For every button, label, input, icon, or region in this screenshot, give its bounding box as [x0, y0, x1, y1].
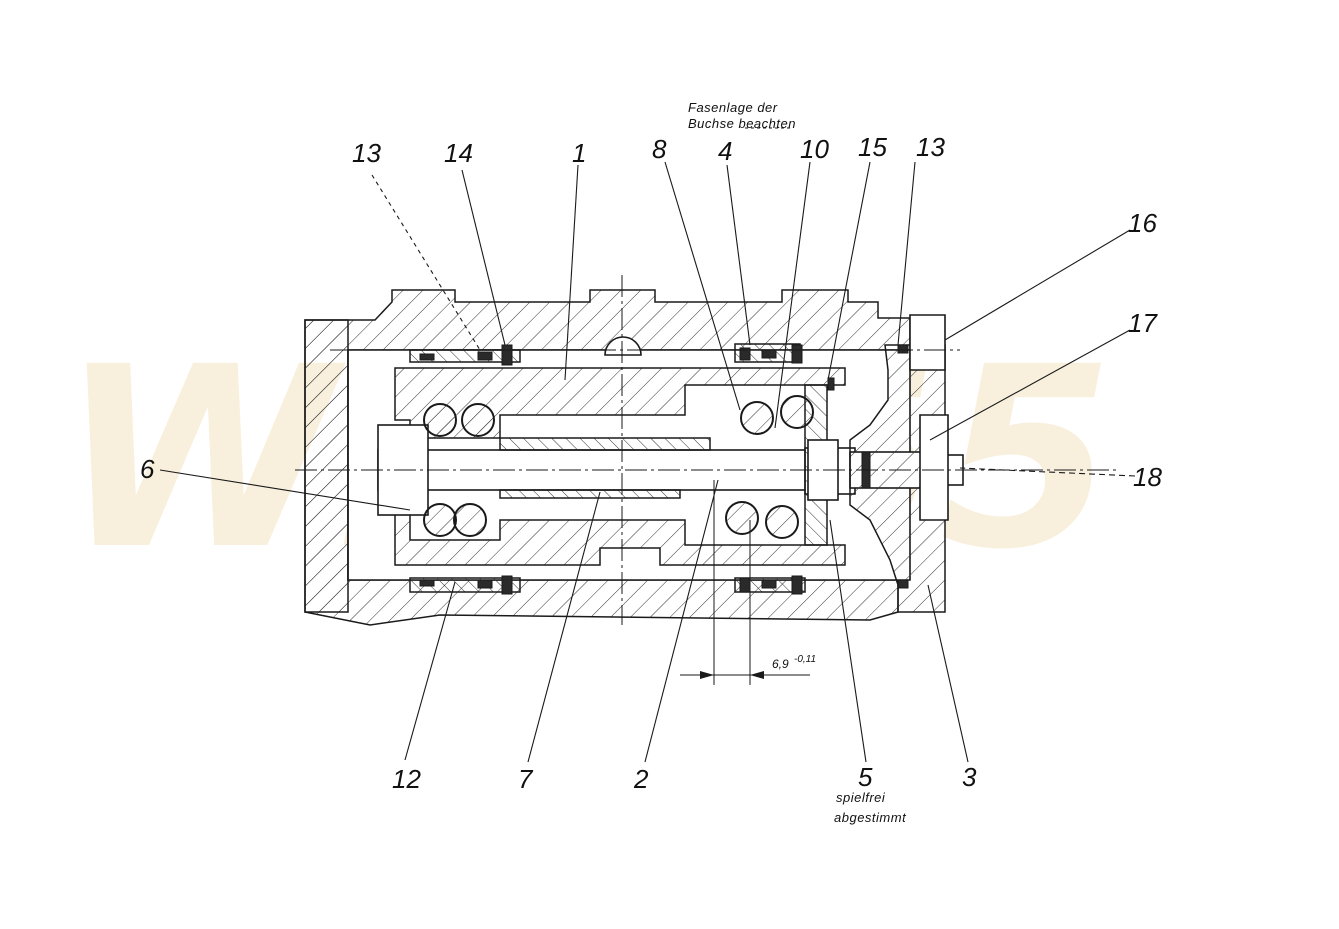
callout-2: 2 — [633, 764, 649, 794]
callout-3: 3 — [962, 762, 977, 792]
note-spielfrei-line2: abgestimmt — [834, 810, 907, 825]
dimension-6-9: 6,9 -0,11 — [680, 480, 816, 685]
cap-recess — [919, 414, 949, 521]
note-fasenlage-line1: Fasenlage der — [688, 100, 778, 115]
callout-16: 16 — [1128, 208, 1157, 238]
callout-13-left: 13 — [352, 138, 381, 168]
callout-1: 1 — [572, 138, 586, 168]
callout-4: 4 — [718, 136, 732, 166]
callout-7: 7 — [518, 764, 534, 794]
note-spielfrei-line1: spielfrei — [836, 790, 886, 805]
housing-body — [304, 289, 911, 626]
callout-6: 6 — [140, 454, 155, 484]
callout-8: 8 — [652, 134, 667, 164]
piston-body — [394, 367, 846, 439]
callout-10: 10 — [800, 134, 829, 164]
dimension-value: 6,9 — [772, 657, 789, 671]
callout-12: 12 — [392, 764, 421, 794]
plug-16 — [909, 314, 946, 371]
guide-tube-bottom — [499, 489, 681, 499]
callout-13-right: 13 — [916, 132, 945, 162]
callout-18: 18 — [1133, 462, 1162, 492]
guide-tube-top — [499, 437, 711, 451]
dimension-tolerance: -0,11 — [794, 654, 816, 665]
note-fasenlage-line2: Buchse beachten — [688, 116, 796, 131]
callout-5: 5 — [858, 762, 873, 792]
housing-left-wall — [304, 319, 349, 613]
leader-lines — [159, 127, 1136, 763]
callout-15: 15 — [858, 132, 887, 162]
end-cap — [849, 344, 946, 613]
piston-body-lower — [394, 511, 846, 566]
spring-left — [423, 403, 495, 537]
callout-17: 17 — [1128, 308, 1158, 338]
callout-14: 14 — [444, 138, 473, 168]
